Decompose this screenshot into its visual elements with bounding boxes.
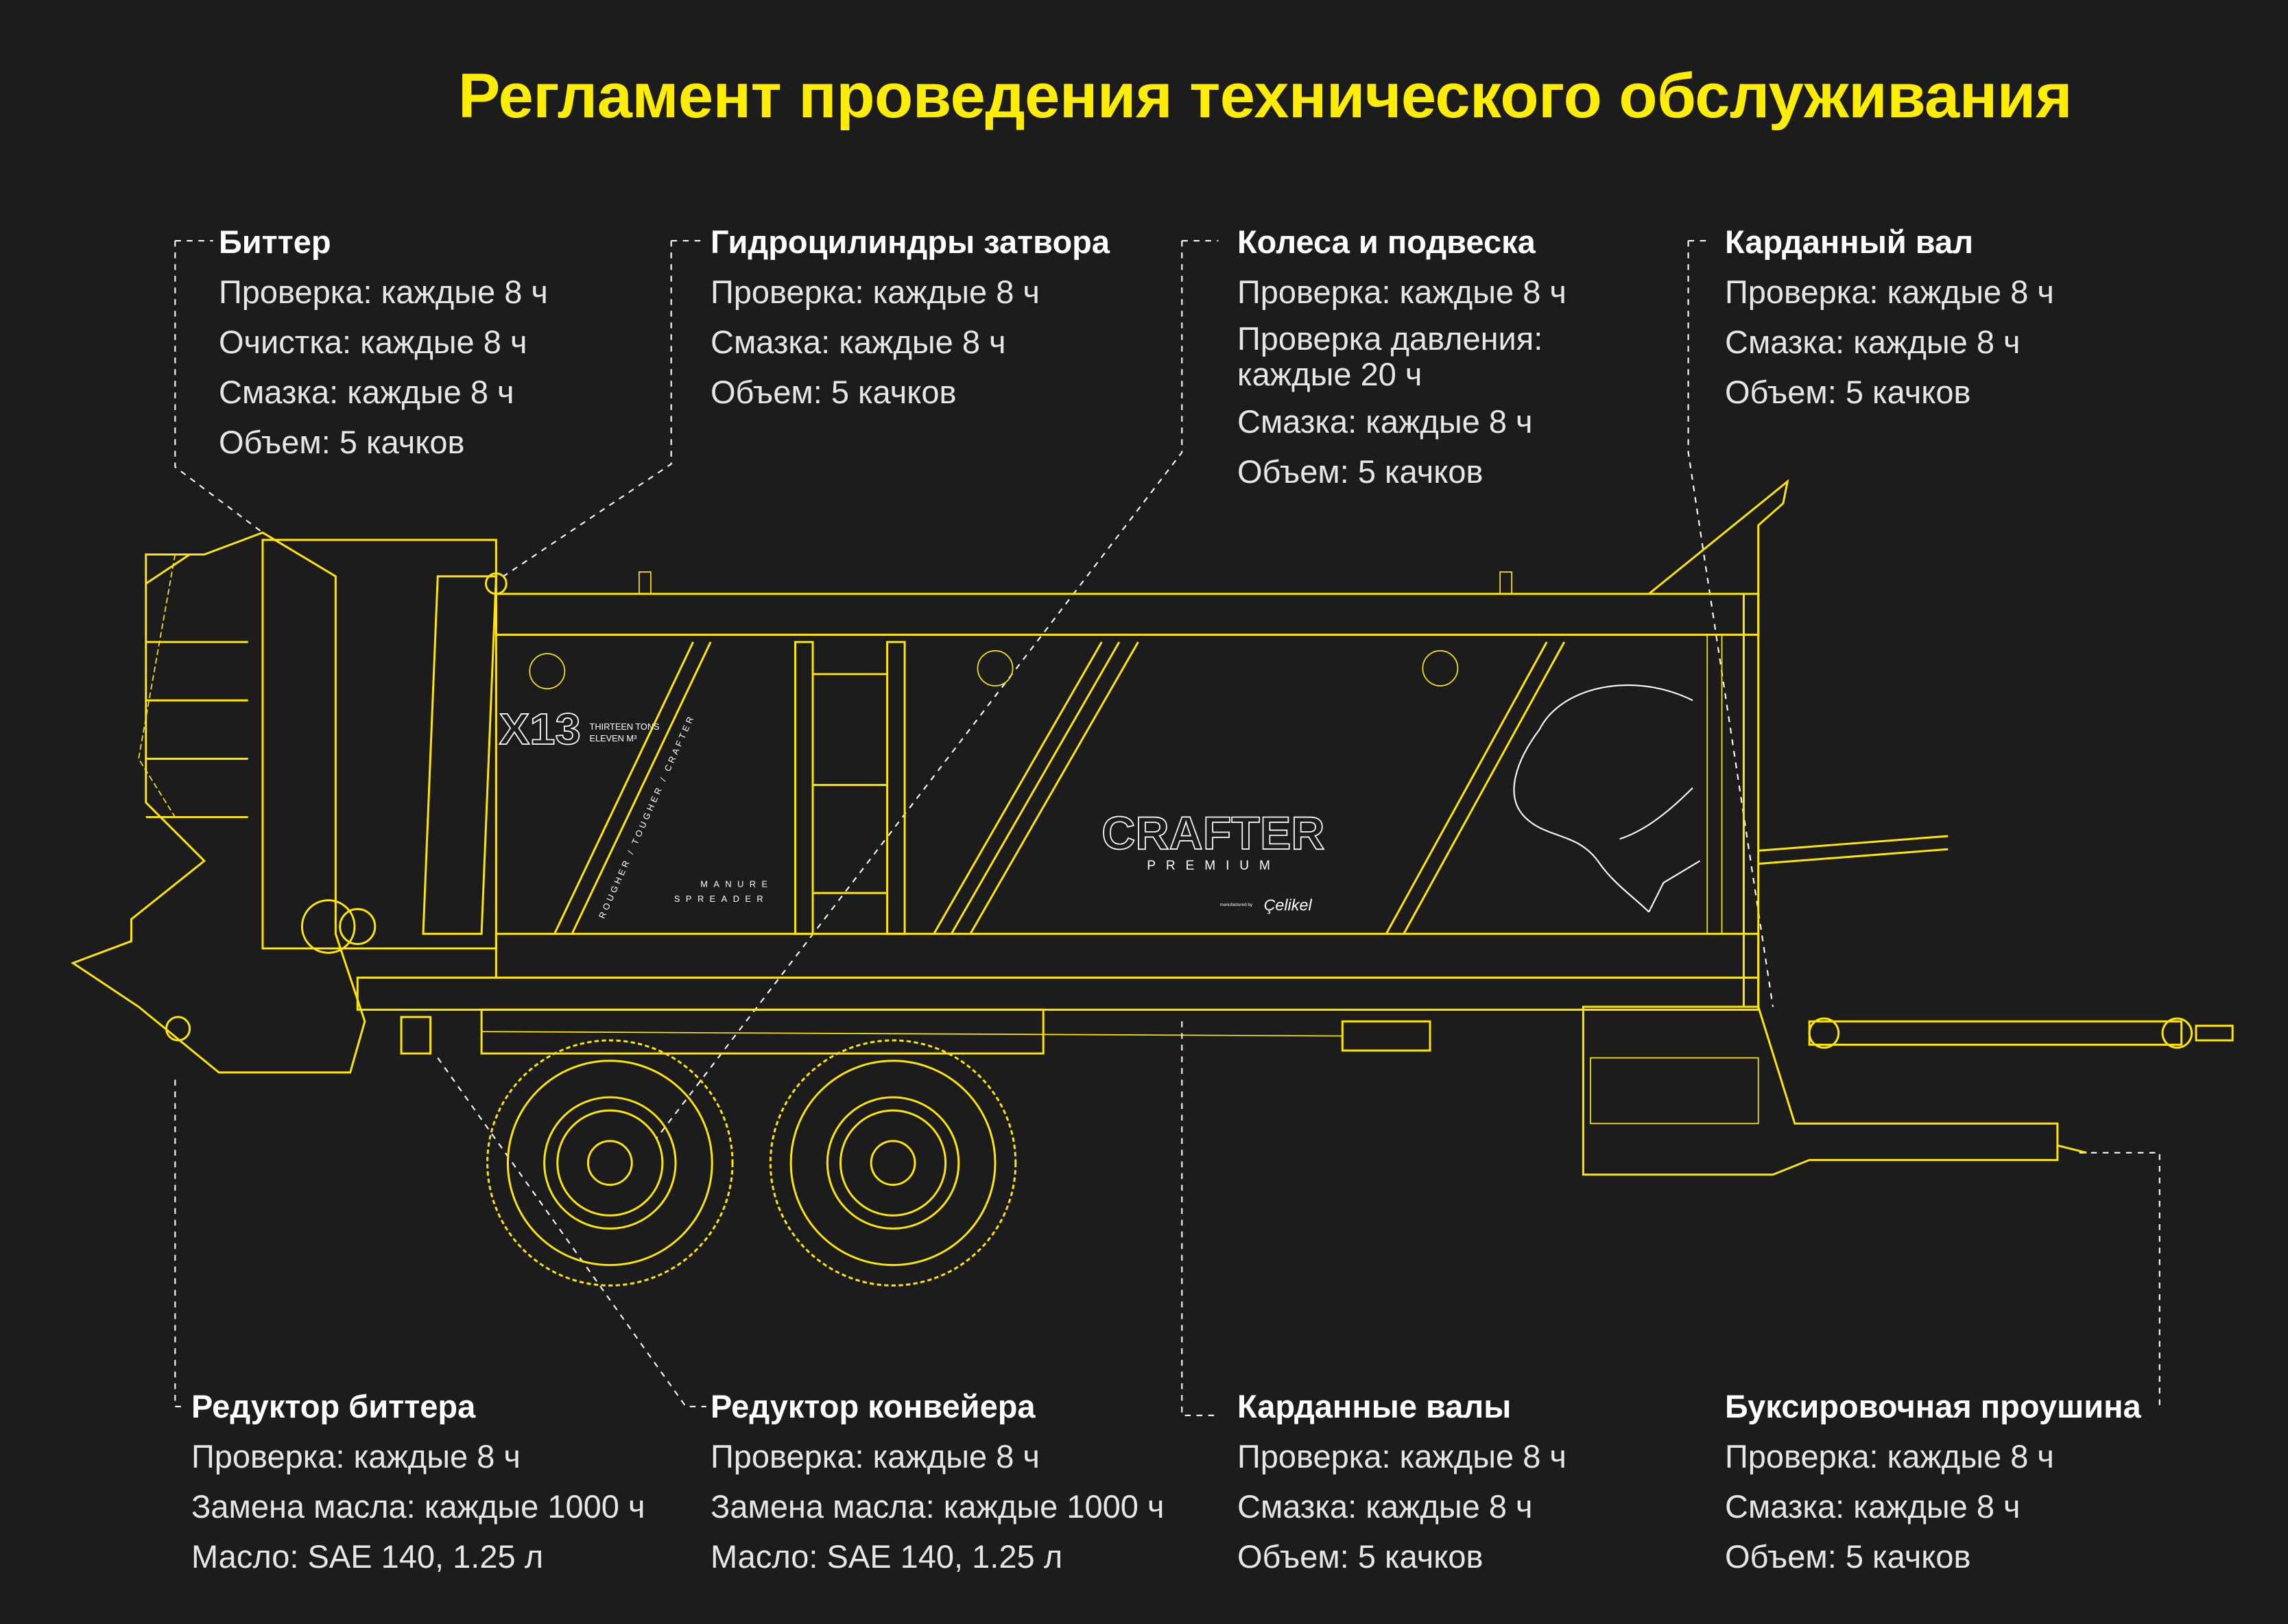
block-line: Проверка: каждые 8 ч	[191, 1438, 521, 1474]
model-logo: X13	[499, 704, 581, 754]
model-sub2: ELEVEN M³	[590, 733, 637, 743]
block-line: Замена масла: каждые 1000 ч	[711, 1488, 1165, 1525]
leader-wheels	[656, 239, 1219, 1139]
brand-logo: CRAFTER	[1101, 807, 1324, 859]
info-block-bitter-gearbox: Редуктор биттера Проверка: каждые 8 ч За…	[191, 1381, 645, 1581]
block-line: Объем: 5 качков	[1725, 1538, 1971, 1575]
block-line: Проверка: каждые 8 ч	[1237, 1438, 1566, 1474]
block-line: Замена масла: каждые 1000 ч	[191, 1488, 645, 1525]
block-line: Объем: 5 качков	[219, 424, 465, 460]
info-block-conveyor-gearbox: Редуктор конвейера Проверка: каждые 8 ч …	[711, 1381, 1164, 1581]
block-line: Проверка: каждые 8 ч	[219, 274, 548, 310]
block-line: Объем: 5 качков	[1725, 374, 1971, 410]
info-block-tow-eye: Буксировочная проушина Проверка: каждые …	[1725, 1381, 2141, 1581]
beater	[71, 531, 508, 1074]
block-heading: Биттер	[219, 224, 331, 260]
leader-pto-shafts	[1181, 1021, 1219, 1416]
block-line: Масло: SAE 140, 1.25 л	[711, 1538, 1063, 1575]
brand-sub: PREMIUM	[1147, 859, 1280, 873]
leader-conveyor-gearbox	[437, 1057, 706, 1408]
info-block-hydraulic-cylinders: Гидроцилиндры затвора Проверка: каждые 8…	[711, 217, 1110, 417]
wheel-front	[769, 1039, 1017, 1287]
block-line: Проверка: каждые 8 ч	[711, 1438, 1040, 1474]
block-line: Смазка: каждые 8 ч	[1237, 1488, 1533, 1525]
model-sub1: THIRTEEN TONS	[590, 721, 660, 732]
block-heading: Буксировочная проушина	[1725, 1388, 2141, 1424]
bull-logo	[1513, 684, 1701, 913]
leader-tow-eye	[2079, 1151, 2160, 1407]
block-line: Смазка: каждые 8 ч	[1725, 324, 2021, 360]
block-line: Смазка: каждые 8 ч	[1725, 1488, 2021, 1525]
block-line: Объем: 5 качков	[1237, 1538, 1483, 1575]
block-line: Проверка давления: каждые 20 ч	[1237, 320, 1543, 392]
slogan: ROUGHER / TOUGHER / CRAFTER	[597, 713, 697, 920]
block-heading: Редуктор конвейера	[711, 1388, 1036, 1424]
block-line: Масло: SAE 140, 1.25 л	[191, 1538, 544, 1575]
page-title: Регламент проведения технического обслуж…	[458, 61, 2073, 131]
block-heading: Карданные валы	[1237, 1388, 1512, 1424]
leader-bitter-gearbox	[174, 1079, 187, 1408]
maker-logo: Çelikel	[1263, 896, 1312, 914]
maker-prefix: manufactured by	[1220, 903, 1253, 907]
info-block-pto-shaft: Карданный вал Проверка: каждые 8 ч Смазк…	[1725, 217, 2054, 417]
branding: X13 THIRTEEN TONS ELEVEN M³ ROUGHER / TO…	[499, 684, 1701, 920]
info-block-bitter: Биттер Проверка: каждые 8 ч Очистка: каж…	[219, 217, 548, 467]
block-line: Объем: 5 качков	[711, 374, 957, 410]
block-line: Смазка: каждые 8 ч	[711, 324, 1006, 360]
block-heading: Карданный вал	[1725, 224, 1974, 260]
product-line1: MANURE	[700, 879, 773, 889]
block-line: Смазка: каждые 8 ч	[219, 374, 514, 410]
block-line: Проверка: каждые 8 ч	[1725, 274, 2054, 310]
info-block-wheels: Колеса и подвеска Проверка: каждые 8 ч П…	[1237, 217, 1566, 497]
block-heading: Гидроцилиндры затвора	[711, 224, 1110, 260]
block-line: Смазка: каждые 8 ч	[1237, 403, 1533, 440]
wheel-rear	[486, 1039, 734, 1287]
block-line: Проверка: каждые 8 ч	[711, 274, 1040, 310]
info-block-pto-shafts: Карданные валы Проверка: каждые 8 ч Смаз…	[1237, 1381, 1566, 1581]
block-line: Объем: 5 качков	[1237, 453, 1483, 490]
block-heading: Колеса и подвеска	[1237, 224, 1536, 260]
leader-bitter	[174, 239, 263, 534]
product-line2: SPREADER	[674, 894, 769, 904]
leader-hydro	[503, 239, 706, 577]
block-line: Проверка: каждые 8 ч	[1237, 274, 1566, 310]
block-line: Очистка: каждые 8 ч	[219, 324, 527, 360]
trailer-body	[71, 479, 2234, 1287]
block-line: Проверка: каждые 8 ч	[1725, 1438, 2054, 1474]
block-heading: Редуктор биттера	[191, 1388, 476, 1424]
